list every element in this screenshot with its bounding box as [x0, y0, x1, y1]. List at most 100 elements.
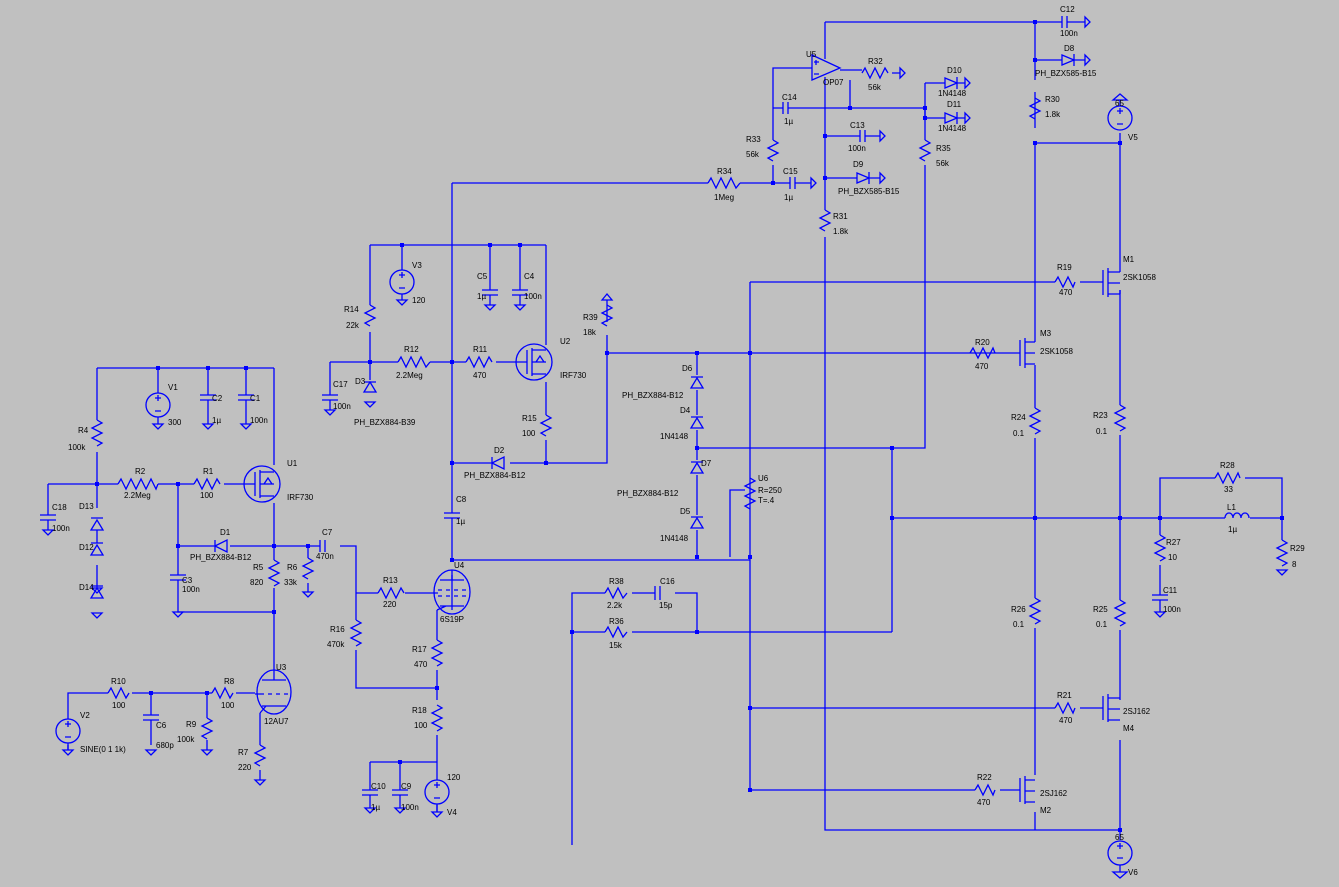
label-r14-val: 22k — [346, 321, 360, 330]
label-r32-val: 56k — [868, 83, 882, 92]
label-r7-ref: R7 — [238, 748, 249, 757]
label-d5-ref: D5 — [680, 507, 691, 516]
label-r2-ref: R2 — [135, 467, 146, 476]
label-r13-val: 220 — [383, 600, 397, 609]
label-c15-ref: C15 — [783, 167, 798, 176]
label-v2-ref: V2 — [80, 711, 90, 720]
label-c7-val: 470n — [316, 552, 334, 561]
label-d4-part: 1N4148 — [660, 432, 689, 441]
label-r26-val: 0.1 — [1013, 620, 1025, 629]
label-c3-val: 100n — [182, 585, 200, 594]
label-c10-val: 1µ — [371, 803, 380, 812]
label-u5-ref: U5 — [806, 50, 817, 59]
label-r4-val: 100k — [68, 443, 86, 452]
label-r8-ref: R8 — [224, 677, 235, 686]
label-c17-val: 100n — [333, 402, 351, 411]
voltage-sources — [55, 93, 1133, 879]
label-r18-ref: R18 — [412, 706, 427, 715]
label-c5-val: 1µ — [477, 292, 486, 301]
label-c9-val: 100n — [401, 803, 419, 812]
label-c8-val: 1µ — [456, 517, 465, 526]
label-d3-part: PH_BZX884-B39 — [354, 418, 416, 427]
label-r18-val: 100 — [414, 721, 428, 730]
label-d6-part: PH_BZX884-B12 — [622, 391, 684, 400]
label-u2-ref: U2 — [560, 337, 571, 346]
label-m4-ref: M4 — [1123, 724, 1135, 733]
label-m2-part: 2SJ162 — [1040, 789, 1068, 798]
label-u1-ref: U1 — [287, 459, 298, 468]
label-r31-ref: R31 — [833, 212, 848, 221]
label-c11-ref: C11 — [1163, 586, 1178, 595]
label-c9-ref: C9 — [401, 782, 412, 791]
label-r7-val: 220 — [238, 763, 252, 772]
label-r23-val: 0.1 — [1096, 427, 1108, 436]
label-r26-ref: R26 — [1011, 605, 1026, 614]
label-r35-ref: R35 — [936, 144, 951, 153]
label-c18-val: 100n — [52, 524, 70, 533]
label-c6-val: 680p — [156, 741, 174, 750]
label-d5-part: 1N4148 — [660, 534, 689, 543]
label-m3-ref: M3 — [1040, 329, 1052, 338]
label-r6-val: 33k — [284, 578, 298, 587]
label-c10-ref: C10 — [371, 782, 386, 791]
label-d2-part: PH_BZX884-B12 — [464, 471, 526, 480]
label-u4-ref: U4 — [454, 561, 465, 570]
label-c12-val: 100n — [1060, 29, 1078, 38]
label-r28-val: 33 — [1224, 485, 1233, 494]
label-d9-part: PH_BZX585-B15 — [838, 187, 900, 196]
label-c3-ref: C3 — [182, 576, 193, 585]
label-r19-val: 470 — [1059, 288, 1073, 297]
label-d6-ref: D6 — [682, 364, 693, 373]
label-d11-part: 1N4148 — [938, 124, 967, 133]
label-c1-val: 100n — [250, 416, 268, 425]
label-u3-part: 12AU7 — [264, 717, 289, 726]
label-r20-val: 470 — [975, 362, 989, 371]
label-m1-ref: M1 — [1123, 255, 1135, 264]
label-r17-val: 470 — [414, 660, 428, 669]
label-c7-ref: C7 — [322, 528, 333, 537]
label-r13-ref: R13 — [383, 576, 398, 585]
label-d14-ref: D14 — [79, 583, 94, 592]
label-d7-part: PH_BZX884-B12 — [617, 489, 679, 498]
label-r39-val: 18k — [583, 328, 597, 337]
label-r36-ref: R36 — [609, 617, 624, 626]
label-m4-part: 2SJ162 — [1123, 707, 1151, 716]
label-r16-val: 470k — [327, 640, 345, 649]
label-d2-ref: D2 — [494, 446, 505, 455]
label-v4-ref: V4 — [447, 808, 457, 817]
label-d8-ref: D8 — [1064, 44, 1075, 53]
label-r16-ref: R16 — [330, 625, 345, 634]
label-d10-part: 1N4148 — [938, 89, 967, 98]
label-m2-ref: M2 — [1040, 806, 1052, 815]
label-r36-val: 15k — [609, 641, 623, 650]
label-u4-part: 6S19P — [440, 615, 464, 624]
resistor-symbols — [90, 66, 1289, 797]
label-r1-ref: R1 — [203, 467, 214, 476]
label-u3-ref: U3 — [276, 663, 287, 672]
capacitor-symbols — [40, 16, 1168, 808]
label-r39-ref: R39 — [583, 313, 598, 322]
label-d12-ref: D12 — [79, 543, 94, 552]
label-c1-ref: C1 — [250, 394, 261, 403]
label-r8-val: 100 — [221, 701, 235, 710]
label-r38-val: 2.2k — [607, 601, 623, 610]
label-v3-val: 120 — [412, 296, 426, 305]
component-labels: R4 100k R2 2.2Meg R1 100 R5 820 R6 33k R… — [52, 5, 1305, 877]
label-v5-ref: V5 — [1128, 133, 1138, 142]
label-r27-ref: R27 — [1166, 538, 1181, 547]
label-d3-ref: D3 — [355, 377, 366, 386]
label-r10-val: 100 — [112, 701, 126, 710]
label-r9-val: 100k — [177, 735, 195, 744]
label-r34-val: 1Meg — [714, 193, 734, 202]
label-v3-ref: V3 — [412, 261, 422, 270]
label-r5-val: 820 — [250, 578, 264, 587]
label-r21-val: 470 — [1059, 716, 1073, 725]
label-c8-ref: C8 — [456, 495, 467, 504]
label-v1-ref: V1 — [168, 383, 178, 392]
junctions — [95, 20, 1284, 832]
label-r35-val: 56k — [936, 159, 950, 168]
label-r19-ref: R19 — [1057, 263, 1072, 272]
label-u6-part: R=250 — [758, 486, 782, 495]
label-r24-ref: R24 — [1011, 413, 1026, 422]
